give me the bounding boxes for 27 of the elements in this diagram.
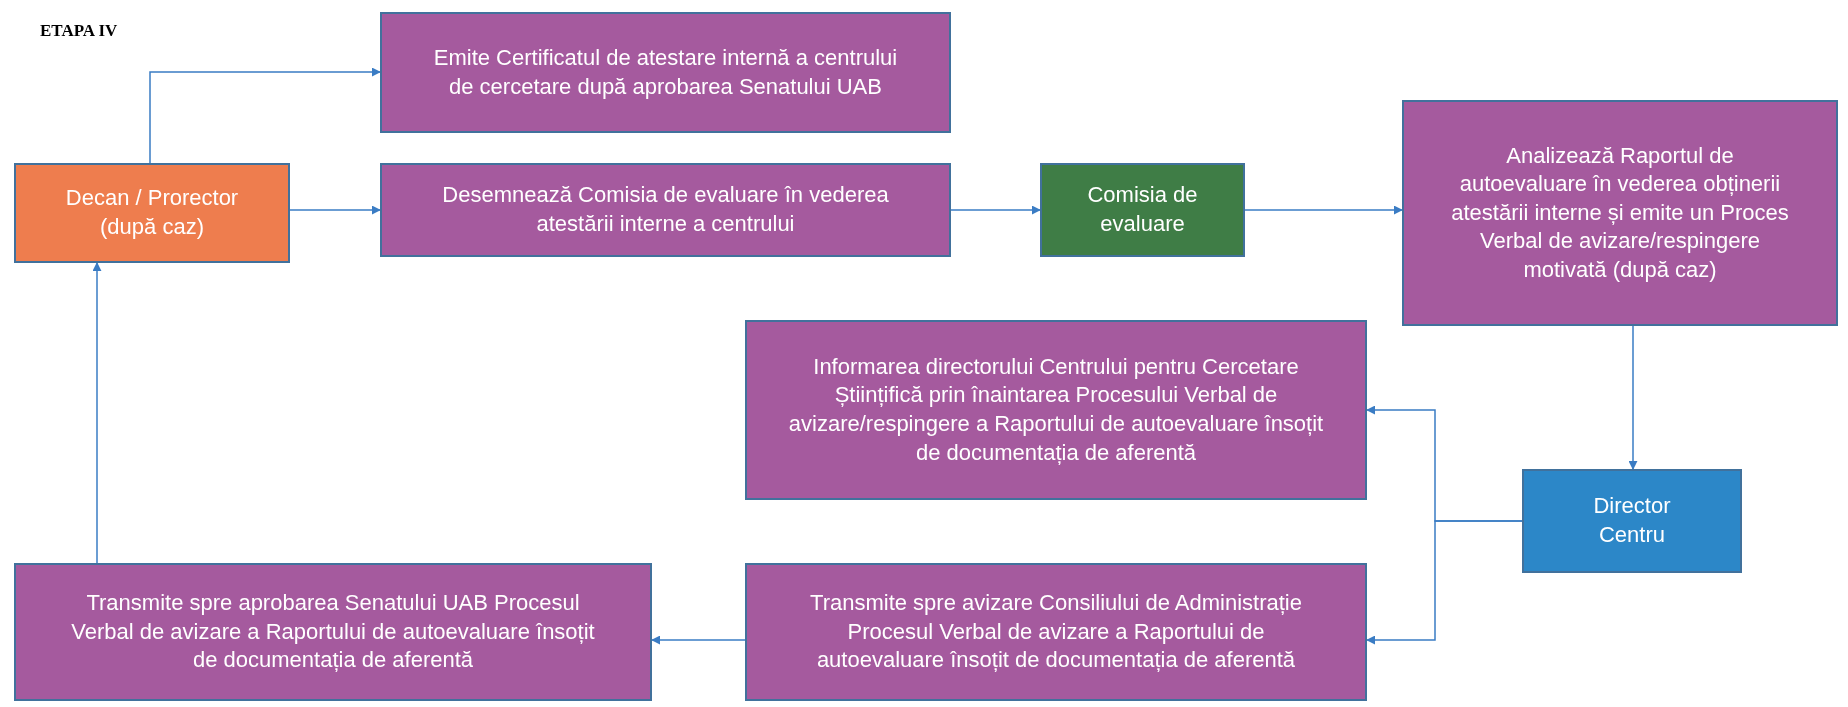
process-box — [380, 163, 951, 257]
box-text: Decan / Prorector (după caz) — [64, 184, 240, 241]
box-text: Director Centru — [1592, 492, 1672, 549]
box-text: Transmite spre aprobarea Senatului UAB Procesul Verbal de avizare a Raportului de autoevaluare însoțit de documentația de aferentă — [70, 589, 596, 675]
process-box — [745, 320, 1367, 500]
box-text: Desemnează Comisia de evaluare în vederea atestării interne a centrului — [441, 181, 890, 238]
arrow — [289, 205, 381, 215]
stage-title: ETAPA IV — [40, 20, 118, 42]
process-box — [1402, 100, 1838, 326]
process-box — [380, 12, 951, 133]
arrow — [651, 635, 746, 645]
process-box — [14, 563, 652, 701]
box-text: Analizează Raportul de autoevaluare în vederea obținerii atestării interne și emite un Proces Verbal de avizare/respingere motivată (după caz) — [1450, 141, 1790, 284]
arrow — [1628, 325, 1638, 470]
box-text: Transmite spre avizare Consiliului de Administrație Procesul Verbal de avizare a Raportului de autoevaluare însoțit de documentația de aferentă — [809, 589, 1303, 675]
box-text: Informarea directorului Centrului pentru Cercetare Științifică prin înaintarea Procesului Verbal de avizare/respingere a Raportului de autoevaluare însoțit de documentația de aferentă — [787, 352, 1325, 467]
arrow — [950, 205, 1041, 215]
role-box — [1522, 469, 1742, 573]
box-text: Comisia de evaluare — [1086, 181, 1199, 238]
arrow — [1366, 520, 1523, 645]
arrow — [92, 262, 102, 564]
arrow — [149, 67, 381, 164]
box-text: Emite Certificatul de atestare internă a centrului de cercetare după aprobarea Senatului UAB — [432, 43, 899, 101]
role-box — [14, 163, 290, 263]
arrow — [1244, 205, 1403, 215]
process-box — [745, 563, 1367, 701]
role-box — [1040, 163, 1245, 257]
